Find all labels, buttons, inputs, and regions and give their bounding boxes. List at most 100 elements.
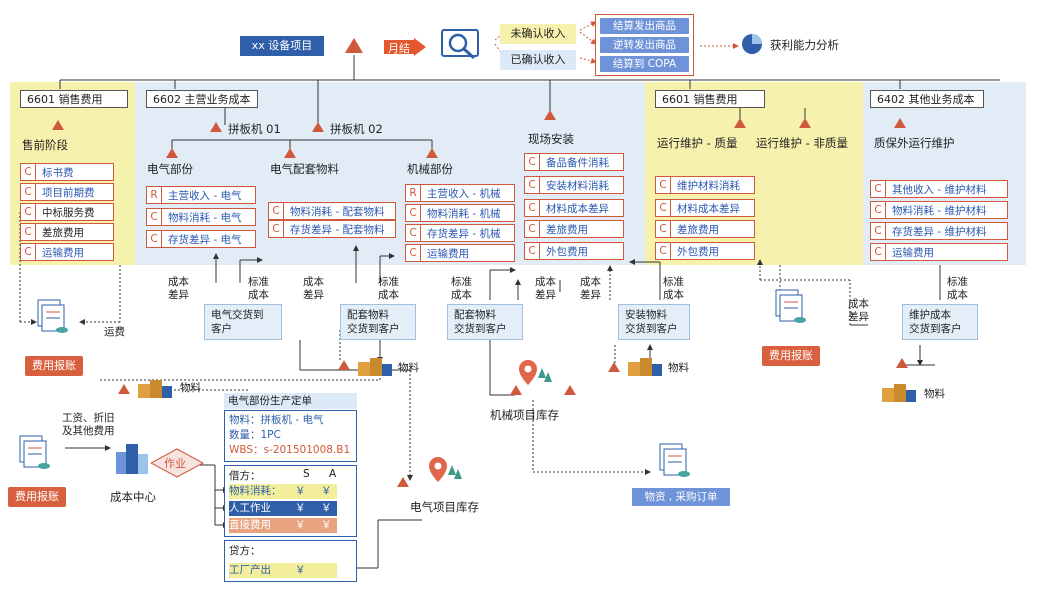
- unconfirmed-revenue-box: 未确认收入: [500, 24, 576, 44]
- debit-a-header: A: [329, 468, 337, 480]
- wages-label: 工资、折旧 及其他费用: [62, 412, 115, 437]
- material-triangle-icon: [338, 360, 350, 370]
- outcome-reverse-goods: 逆转发出商品: [600, 37, 689, 53]
- site-triangle-icon: [544, 110, 556, 120]
- expense-report-button: 费用报账: [25, 356, 83, 376]
- mech-stock-triangle-icon: [510, 385, 522, 395]
- maint-delivery-box: 维护成本 交货到客户: [902, 304, 978, 340]
- machine2-label: 拼板机 02: [330, 122, 383, 136]
- cost-diff-label: 成本 差异: [303, 276, 324, 301]
- mech-title: 机械部份: [407, 162, 453, 176]
- presale-title: 售前阶段: [22, 138, 68, 152]
- std-cost-label: 标准 成本: [947, 276, 968, 301]
- order-info-box: 物料：拼板机 - 电气 数量：1PC WBS：s-201501008.B1: [224, 410, 357, 462]
- account-6602: 6602 主营业务成本: [146, 90, 258, 108]
- install-delivery-box: 安装物料 交货到客户: [618, 304, 690, 340]
- part-delivery-box-2: 配套物料 交货到客户: [447, 304, 523, 340]
- debit-row-a: ￥: [321, 502, 332, 514]
- std-cost-label: 标准 成本: [248, 276, 269, 301]
- map-pin-icon: [426, 455, 464, 494]
- boxes-icon: [880, 378, 920, 409]
- account-6601-maint: 6601 销售费用: [655, 90, 765, 108]
- order-title: 电气部份生产定单: [224, 393, 357, 409]
- cost-diff-label: 成本 差异: [535, 276, 556, 301]
- credit-row-label: 工厂产出: [229, 564, 271, 576]
- outcome-settle-goods: 结算发出商品: [600, 18, 689, 34]
- debit-row: 直接费用 ￥ ￥: [229, 518, 337, 533]
- debit-row-a: ￥: [321, 485, 332, 497]
- mech-stock-triangle-icon: [564, 385, 576, 395]
- document-stack-icon: [772, 286, 808, 329]
- machine1-label: 拼板机 01: [228, 122, 281, 136]
- std-cost-label: 标准 成本: [663, 276, 684, 301]
- map-pin-icon: [516, 358, 554, 397]
- material-triangle-icon: [608, 362, 620, 372]
- expense-report-button: 费用报账: [762, 346, 820, 366]
- debit-row: 物料消耗： ￥ ￥: [229, 484, 337, 499]
- chart-disk-icon: [740, 32, 764, 59]
- document-stack-icon: [656, 440, 692, 483]
- account-6601-presale: 6601 销售费用: [20, 90, 128, 108]
- material-label: 物料: [398, 362, 419, 374]
- material-label: 物料: [668, 362, 689, 374]
- purchase-order-label: 物资 , 采购订单: [632, 488, 730, 506]
- material-label: 物料: [924, 388, 945, 400]
- material-label: 物料: [180, 382, 201, 394]
- cost-diff-label: 成本 差异: [848, 298, 869, 323]
- order-info-line: WBS：s-201501008.B1: [229, 444, 351, 456]
- outcome-settle-copa: 结算到 COPA: [600, 56, 689, 72]
- boxes-icon: [356, 352, 396, 383]
- magnifier-icon: [438, 22, 490, 67]
- material-triangle-icon: [118, 384, 130, 394]
- debit-row-label: 物料消耗：: [229, 485, 282, 497]
- cost-center-label: 成本中心: [110, 490, 156, 504]
- credit-row: 工厂产出 ￥: [229, 563, 337, 578]
- monthly-close-arrow: 月结: [384, 38, 428, 59]
- debit-row: 人工作业 ￥ ￥: [229, 501, 337, 516]
- order-credit-box: 贷方： 工厂产出 ￥: [224, 540, 357, 582]
- boxes-icon: [136, 374, 176, 405]
- monthly-close-label: 月结: [388, 42, 410, 55]
- warranty-triangle-icon: [894, 118, 906, 128]
- elec-stock-triangle-icon: [397, 477, 409, 487]
- cost-diff-label: 成本 差异: [168, 276, 189, 301]
- presale-triangle-icon: [52, 120, 64, 130]
- mech-stock-label: 机械项目库存: [490, 408, 559, 422]
- document-stack-icon: [34, 296, 70, 339]
- document-stack-icon: [16, 432, 52, 475]
- debit-row-label: 人工作业: [229, 502, 271, 514]
- project-triangle-icon: [345, 38, 363, 53]
- machine2-triangle-icon: [312, 122, 324, 132]
- maint-quality-triangle-icon: [734, 118, 746, 128]
- debit-row-label: 直接费用: [229, 519, 271, 531]
- debit-label: 借方：: [229, 470, 261, 482]
- maint-nonquality-title: 运行维护 - 非质量: [756, 136, 848, 150]
- elecpart-triangle-icon: [284, 148, 296, 158]
- activity-diamond: 作业: [149, 448, 205, 481]
- std-cost-label: 标准 成本: [378, 276, 399, 301]
- debit-row-s: ￥: [295, 485, 306, 497]
- activity-label: 作业: [164, 457, 186, 470]
- debit-row-s: ￥: [295, 502, 306, 514]
